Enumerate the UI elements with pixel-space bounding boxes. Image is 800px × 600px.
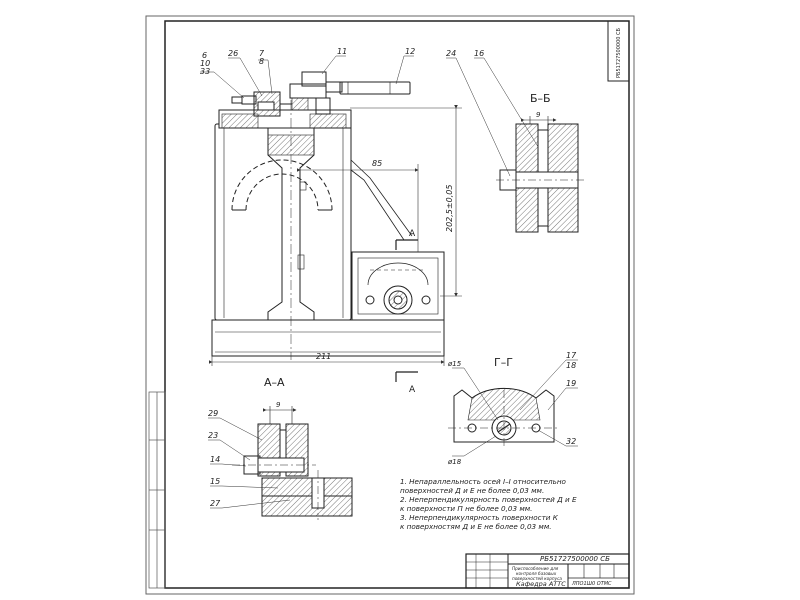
cut-mark-a-top: А — [409, 229, 416, 239]
callout-12: 12 — [405, 47, 415, 56]
technical-notes: 1. Непараллельность осей I–I относительн… — [400, 477, 577, 531]
callout-23: 23 — [208, 431, 218, 440]
main-view — [211, 71, 445, 360]
dimension-211-label: 211 — [316, 352, 331, 361]
callout-15: 15 — [210, 477, 220, 486]
note-line-5: 3. Неперпендикулярность поверхности К — [400, 513, 559, 522]
note-line-2: поверхностей Д и Е не более 0,03 мм. — [400, 486, 544, 495]
dimension-phi15: ø15 — [447, 360, 462, 368]
leaders-gg — [452, 359, 578, 457]
section-bb-title: Б–Б — [530, 92, 551, 105]
leaders-aa — [208, 417, 291, 509]
callout-32: 32 — [566, 437, 576, 446]
callout-29: 29 — [208, 409, 218, 418]
title-organization: Кафедра АТТС — [516, 580, 566, 588]
title-group: ЛПО1Ш0 ОТМС — [571, 581, 612, 587]
title-doc-code: РБ51727500000 СБ — [540, 555, 610, 563]
callout-26: 26 — [228, 49, 238, 58]
note-line-3: 2. Неперпендикулярность поверхностей Д и… — [400, 495, 577, 504]
bushing-block — [351, 251, 445, 321]
dimension-2025-label: 202,5±0,05 — [445, 185, 454, 232]
callout-27: 27 — [210, 499, 221, 508]
callout-11: 11 — [337, 47, 347, 56]
dimension-85 — [297, 164, 419, 252]
bushing-hole — [383, 285, 413, 315]
callout-8: 8 — [259, 57, 264, 66]
callout-10: 10 — [200, 59, 210, 68]
dimension-phi18: ø18 — [447, 458, 462, 466]
dimension-2025 — [350, 105, 462, 297]
dimension-211 — [209, 356, 445, 366]
callout-33: 33 — [200, 67, 210, 76]
note-line-4: к поверхности П не более 0,03 мм. — [400, 504, 532, 513]
title-name-3: поверхностей корпуса — [512, 576, 562, 581]
callout-6: 6 — [202, 51, 207, 60]
note-line-6: к поверхностям Д и Е не более 0,03 мм. — [400, 522, 552, 531]
section-gg-title: Г–Г — [494, 356, 513, 369]
title-block — [465, 553, 630, 589]
section-aa-title: А–А — [264, 376, 285, 389]
section-aa — [232, 406, 353, 520]
sheet-border-inner — [164, 20, 630, 589]
doc-code-vertical: РБ51727500000 СБ — [616, 27, 622, 78]
sheet-border-outer — [145, 15, 635, 595]
code-box-vertical — [607, 20, 630, 82]
callout-14: 14 — [210, 455, 220, 464]
cut-plane-a — [395, 239, 418, 382]
callout-18: 18 — [566, 361, 576, 370]
callout-7: 7 — [259, 49, 265, 58]
callout-24: 24 — [446, 49, 456, 58]
note-line-1: 1. Непараллельность осей I–I относительн… — [400, 477, 567, 486]
callout-17: 17 — [566, 351, 577, 360]
title-name-1: Приспособление для — [512, 566, 559, 571]
dimension-85-label: 85 — [372, 159, 382, 168]
callout-16: 16 — [474, 49, 484, 58]
dimension-9-bb: 9 — [536, 111, 541, 119]
title-name-2: контроля базовых — [516, 571, 557, 576]
section-bb — [496, 116, 586, 233]
left-margin-stamp — [148, 391, 166, 589]
section-gg — [448, 387, 560, 448]
dimension-9-aa: 9 — [276, 401, 281, 409]
cut-mark-a-bottom: А — [409, 385, 416, 395]
base-plate — [211, 319, 445, 357]
callout-19: 19 — [566, 379, 576, 388]
